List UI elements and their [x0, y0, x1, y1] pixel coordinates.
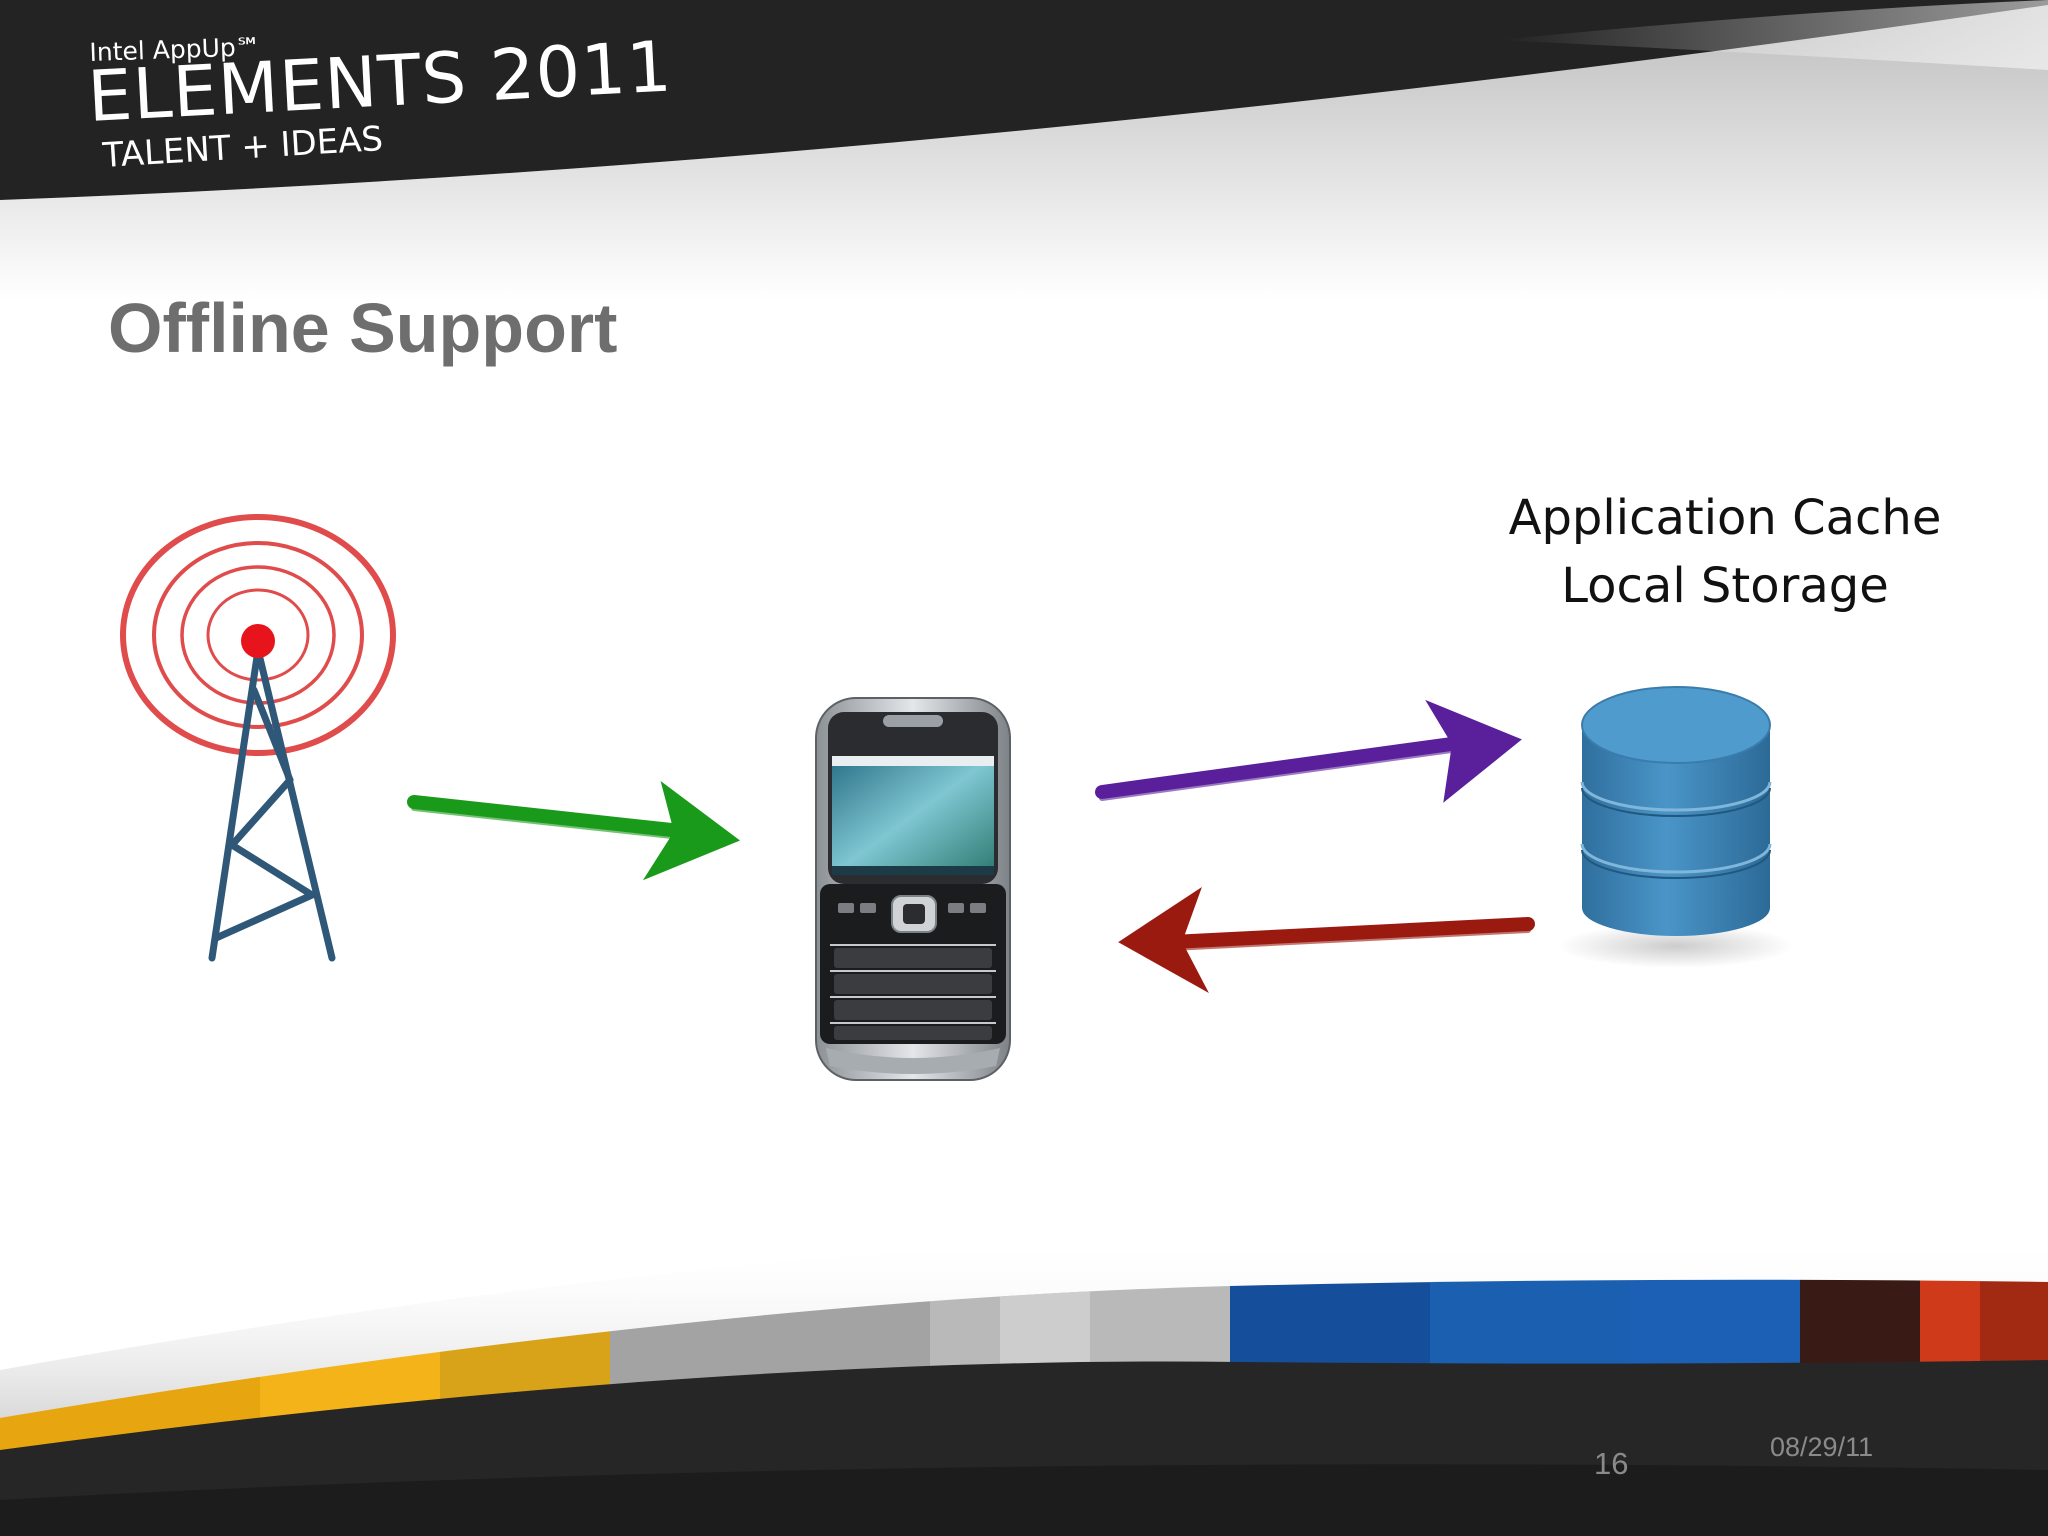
label-application-cache: Application Cache	[1508, 490, 1942, 546]
tower-to-phone-arrow	[407, 780, 741, 881]
cell-tower-icon	[120, 514, 396, 962]
header-band	[0, 0, 2048, 300]
phone-to-storage-arrow	[1095, 699, 1522, 803]
page-number: 16	[1594, 1446, 1629, 1481]
slide-title: Offline Support	[108, 289, 618, 367]
label-local-storage: Local Storage	[1561, 558, 1889, 614]
database-icon	[1558, 686, 1794, 968]
smartphone-icon	[815, 697, 1011, 1081]
slide-date: 08/29/11	[1770, 1432, 1874, 1462]
storage-to-phone-arrow	[1118, 887, 1535, 994]
